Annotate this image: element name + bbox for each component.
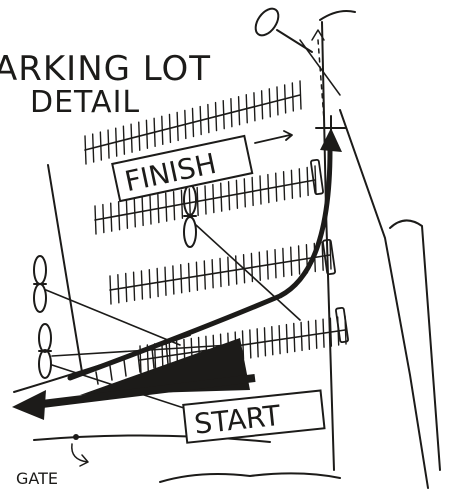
parking-stall-line xyxy=(276,173,277,201)
parking-stall-line xyxy=(173,266,174,294)
parking-stall-line xyxy=(250,330,251,358)
parking-stall-line xyxy=(300,81,301,109)
parking-stall-line xyxy=(134,199,135,227)
parking-stall-line xyxy=(116,128,117,156)
parking-stall-line xyxy=(93,134,94,162)
parking-stall-line xyxy=(292,83,293,111)
parking-stall-line xyxy=(119,202,120,230)
title-line-2: DETAIL xyxy=(30,85,140,120)
parking-stall-line xyxy=(185,110,186,138)
gate-label: GATE xyxy=(16,469,58,488)
parking-stall-line xyxy=(131,124,132,152)
parking-stall-line xyxy=(189,189,190,217)
parking-stall-line xyxy=(268,175,269,203)
parking-stall-line xyxy=(264,328,265,356)
parking-stall-line xyxy=(316,320,317,348)
parking-stall-line xyxy=(162,116,163,144)
parking-stall-line xyxy=(181,265,182,293)
parking-stall-line xyxy=(111,203,112,231)
parking-stall-line xyxy=(252,177,253,205)
parking-stall-line xyxy=(228,257,229,285)
parking-stall-line xyxy=(177,112,178,140)
parking-stall-line xyxy=(213,185,214,213)
parking-stall-line xyxy=(126,274,127,302)
parking-stall-line xyxy=(246,95,247,123)
parking-stall-line xyxy=(301,322,302,350)
parking-stall-line xyxy=(166,193,167,221)
parking-stall-line xyxy=(239,97,240,125)
parking-stall-line xyxy=(254,93,255,121)
parking-stall-line xyxy=(259,252,260,280)
parking-stall-line xyxy=(216,103,217,131)
title-line-1: ARKING LOT xyxy=(0,49,211,89)
parking-stall-line xyxy=(236,180,237,208)
parking-stall-line xyxy=(236,256,237,284)
parking-stall-line xyxy=(294,324,295,352)
parking-stall-line xyxy=(208,105,209,133)
parking-stall-line xyxy=(275,250,276,278)
parking-stall-line xyxy=(149,270,150,298)
parking-stall-line xyxy=(193,109,194,137)
parking-stall-line xyxy=(291,170,292,198)
parking-stall-line xyxy=(307,167,308,195)
parking-stall-line xyxy=(158,195,159,223)
parking-stall-line xyxy=(267,251,268,279)
parking-stall-line xyxy=(277,87,278,115)
parking-stall-line xyxy=(285,85,286,113)
parking-stall-line xyxy=(154,118,155,146)
parking-stall-line xyxy=(308,321,309,349)
parking-stall-line xyxy=(110,276,111,304)
parking-stall-line xyxy=(284,172,285,200)
parking-stall-line xyxy=(330,318,331,346)
parking-stall-line xyxy=(141,271,142,299)
parking-stall-line xyxy=(123,126,124,154)
parking-stall-line xyxy=(118,275,119,303)
parking-stall-line xyxy=(272,327,273,355)
parking-stall-line xyxy=(204,261,205,289)
parking-stall-line xyxy=(299,169,300,197)
parking-stall-line xyxy=(169,114,170,142)
parking-stall-line xyxy=(205,186,206,214)
parking-stall-line xyxy=(221,183,222,211)
gate-post xyxy=(73,434,79,440)
parking-stall-line xyxy=(200,107,201,135)
parking-stall-line xyxy=(262,91,263,119)
parking-stall-line xyxy=(146,120,147,148)
parking-stall-line xyxy=(85,136,86,164)
parking-stall-line xyxy=(279,326,280,354)
parking-stall-line xyxy=(286,325,287,353)
parking-stall-line xyxy=(231,99,232,127)
parking-stall-line xyxy=(197,187,198,215)
parking-stall-line xyxy=(257,329,258,357)
parking-stall-line xyxy=(260,176,261,204)
parking-stall-line xyxy=(157,269,158,297)
parking-stall-line xyxy=(229,182,230,210)
parking-stall-line xyxy=(181,190,182,218)
parking-stall-line xyxy=(174,192,175,220)
parking-stall-line xyxy=(189,264,190,292)
parking-stall-line xyxy=(220,259,221,287)
parking-stall-line xyxy=(126,200,127,228)
parking-stall-line xyxy=(150,196,151,224)
parking-stall-line xyxy=(212,260,213,288)
parking-stall-line xyxy=(103,205,104,233)
parking-stall-line xyxy=(95,206,96,234)
parking-stall-line xyxy=(299,246,300,274)
parking-stall-line xyxy=(108,130,109,158)
parking-stall-line xyxy=(283,249,284,277)
parking-stall-line xyxy=(139,122,140,150)
parking-stall-line xyxy=(323,319,324,347)
parking-stall-line xyxy=(244,179,245,207)
parking-stall-line xyxy=(142,197,143,225)
parking-stall-line xyxy=(269,89,270,117)
parking-stall-line xyxy=(223,101,224,129)
parking-stall-line xyxy=(100,132,101,160)
parking-stall-line xyxy=(196,262,197,290)
parking-stall-line xyxy=(134,272,135,300)
parking-stall-line xyxy=(291,247,292,275)
parking-stall-line xyxy=(165,267,166,295)
